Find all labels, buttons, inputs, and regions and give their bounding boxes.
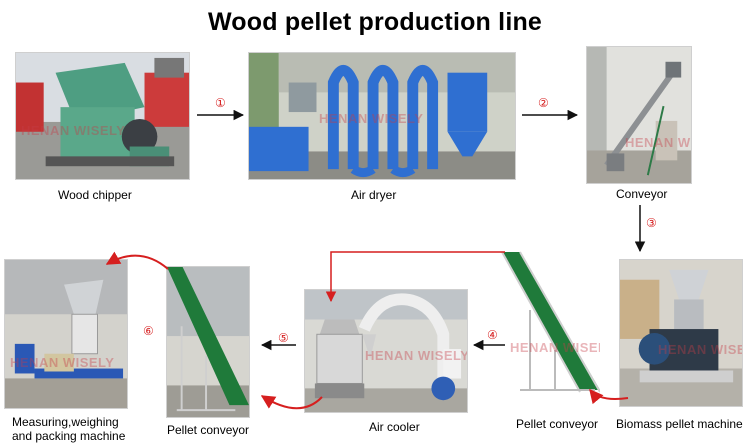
watermark: HENAN WISELY bbox=[319, 111, 424, 126]
air-cooler-label: Air cooler bbox=[369, 420, 420, 434]
watermark: HENAN WISELY bbox=[658, 342, 742, 357]
watermark: HENAN WISELY bbox=[21, 123, 126, 138]
biomass-pellet-machine-photo: HENAN WISELY bbox=[619, 259, 743, 407]
wood-chipper-photo: HENAN WISELY bbox=[15, 52, 190, 180]
packing-machine-label-line2: and packing machine bbox=[12, 429, 126, 443]
packing-machine-label-line1: Measuring,weighing bbox=[12, 415, 119, 429]
watermark: HENAN WISELY bbox=[365, 348, 468, 363]
conveyor-label: Conveyor bbox=[616, 187, 668, 201]
step-4-number: ④ bbox=[487, 328, 498, 342]
step-1-number: ① bbox=[215, 96, 226, 110]
packing-machine-photo: HENAN WISELY bbox=[4, 259, 128, 409]
pellet-conveyor-left-photo bbox=[166, 266, 250, 418]
conveyor-photo: HENAN WISELY bbox=[586, 46, 692, 184]
pellet-conveyor-right-photo: HENAN WISELY bbox=[500, 250, 600, 398]
diagram-title: Wood pellet production line bbox=[207, 8, 543, 36]
biomass-pellet-machine-label: Biomass pellet machine bbox=[616, 417, 743, 431]
step-5-number: ⑤ bbox=[278, 331, 289, 345]
wood-chipper-label: Wood chipper bbox=[58, 188, 132, 202]
step-2-number: ② bbox=[538, 96, 549, 110]
step-6-number: ⑥ bbox=[143, 324, 154, 338]
watermark: HENAN WISELY bbox=[10, 355, 115, 370]
pellet-conveyor-left-label: Pellet conveyor bbox=[167, 423, 250, 437]
air-cooler-photo: HENAN WISELY bbox=[304, 289, 468, 413]
watermark: HENAN WISELY bbox=[625, 135, 691, 150]
watermark: HENAN WISELY bbox=[510, 340, 600, 355]
packing-machine-label: Measuring,weighing and packing machine bbox=[12, 415, 162, 443]
air-dryer-photo: HENAN WISELY bbox=[248, 52, 516, 180]
pellet-conveyor-right-label: Pellet conveyor bbox=[516, 417, 599, 431]
step-3-number: ③ bbox=[646, 216, 657, 230]
air-dryer-label: Air dryer bbox=[351, 188, 397, 202]
